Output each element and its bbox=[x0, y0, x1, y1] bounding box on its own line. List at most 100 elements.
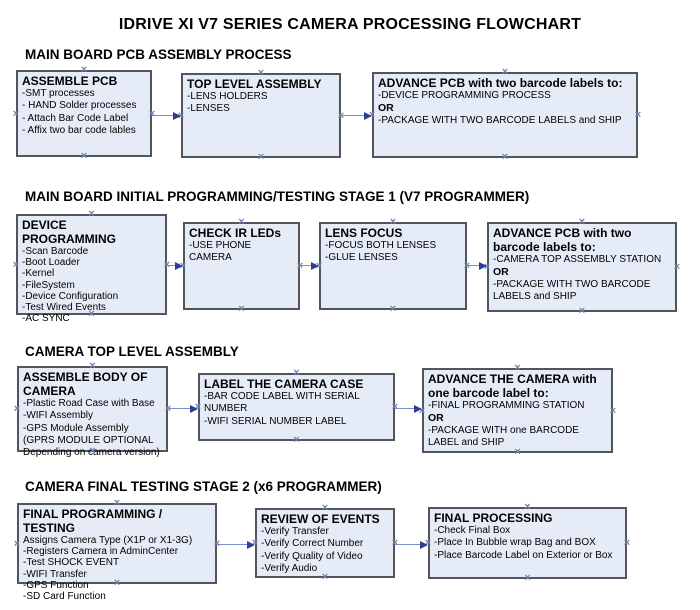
arrowhead-icon bbox=[420, 541, 428, 549]
box-line: -FileSystem bbox=[22, 279, 75, 291]
flow-arrow bbox=[300, 261, 319, 271]
box-title: ADVANCE THE CAMERA with one barcode labe… bbox=[428, 372, 597, 400]
box-line: -LENS HOLDERS bbox=[187, 91, 268, 102]
box-line: -PACKAGE WITH one BARCODE LABEL and SHIP bbox=[428, 424, 579, 448]
flow-arrow bbox=[167, 261, 183, 271]
box-lines: -Plastic Road Case with Base-WIFI Assemb… bbox=[23, 398, 162, 459]
arrowhead-icon bbox=[247, 541, 255, 549]
arrow-shaft bbox=[341, 115, 367, 116]
connection-handle-icon: × bbox=[673, 261, 681, 273]
flow-box-check-ir-leds: CHECK IR LEDs -USE PHONE CAMERA ×××× bbox=[180, 217, 303, 315]
box-line: -AC SYNC bbox=[22, 313, 70, 325]
box-line: (GPRS MODULE OPTIONAL bbox=[23, 434, 154, 446]
box-line: -FOCUS BOTH LENSES bbox=[325, 240, 437, 251]
connection-handle-icon: × bbox=[89, 360, 96, 372]
box-line: -LENSES bbox=[187, 103, 230, 115]
box-line: -WIFI Transfer bbox=[23, 568, 87, 580]
flow-box-review-of-events: REVIEW OF EVENTS -Verify Transfer-Verify… bbox=[252, 503, 398, 583]
connection-handle-icon: × bbox=[524, 572, 531, 584]
flow-box-device-programming: DEVICE PROGRAMMING -Scan Barcode-Boot Lo… bbox=[13, 209, 170, 325]
box-line: Assigns Camera Type (X1P or X1-3G) bbox=[23, 535, 193, 546]
box-line: OR bbox=[378, 102, 394, 115]
box-line: -Place In Bubble wrap Bag and BOX bbox=[434, 537, 596, 549]
flow-box-final-processing: FINAL PROCESSING -Check Final Box-Place … bbox=[425, 502, 630, 584]
connection-handle-icon: × bbox=[293, 434, 300, 446]
box-title: REVIEW OF EVENTS bbox=[261, 512, 380, 526]
box-line: -SMT processes bbox=[22, 88, 95, 99]
box-line: -GPS Function bbox=[23, 579, 89, 591]
arrow-shaft bbox=[300, 265, 314, 266]
arrowhead-icon bbox=[175, 262, 183, 270]
box-title: ASSEMBLE PCB bbox=[22, 74, 118, 88]
connection-handle-icon: × bbox=[501, 66, 509, 78]
box-line: -Verify Correct Number bbox=[261, 538, 364, 550]
flow-box-advance-pcb-2: ADVANCE PCB with two barcode labels to: … bbox=[484, 217, 680, 317]
box-line: -GLUE LENSES bbox=[325, 252, 398, 264]
box-line: -WIFI SERIAL NUMBER LABEL bbox=[204, 415, 347, 427]
connection-handle-icon: × bbox=[293, 367, 300, 379]
box-lines: -Verify Transfer-Verify Correct Number-V… bbox=[261, 526, 389, 575]
box-line: -Test Wired Events bbox=[22, 302, 106, 314]
box-line: -Verify Quality of Video bbox=[261, 550, 363, 562]
arrowhead-icon bbox=[479, 262, 487, 270]
page-title: IDRIVE XI V7 SERIES CAMERA PROCESSING FL… bbox=[118, 16, 582, 33]
connection-handle-icon: × bbox=[634, 109, 642, 121]
box-line: -Check Final Box bbox=[434, 525, 511, 536]
flow-arrow bbox=[152, 111, 181, 121]
box-line: - Attach Bar Code Label bbox=[22, 112, 129, 124]
box-line: -Verify Transfer bbox=[261, 526, 329, 537]
connection-handle-icon: × bbox=[80, 64, 88, 76]
flow-box-final-programming-testing: FINAL PROGRAMMING / TESTING Assigns Came… bbox=[14, 498, 220, 603]
arrow-shaft bbox=[217, 544, 250, 545]
flow-box-advance-camera: ADVANCE THE CAMERA with one barcode labe… bbox=[419, 363, 616, 458]
connection-handle-icon: × bbox=[12, 107, 20, 120]
section-header-final-testing: CAMERA FINAL TESTING STAGE 2 (x6 PROGRAM… bbox=[25, 479, 382, 494]
connection-handle-icon: × bbox=[321, 502, 329, 514]
box-title: LABEL THE CAMERA CASE bbox=[204, 377, 364, 391]
section-header-initial-programming: MAIN BOARD INITIAL PROGRAMMING/TESTING S… bbox=[25, 189, 530, 204]
box-line: -Kernel bbox=[22, 268, 55, 280]
arrowhead-icon bbox=[364, 112, 372, 120]
box-lines: Assigns Camera Type (X1P or X1-3G)-Regis… bbox=[23, 535, 211, 602]
box-title: ADVANCE PCB with two barcode labels to: bbox=[378, 76, 623, 90]
box-title: FINAL PROGRAMMING / TESTING bbox=[23, 507, 163, 535]
connection-handle-icon: × bbox=[113, 497, 121, 509]
connection-handle-icon: × bbox=[578, 216, 586, 228]
box-line: -SD Card Function bbox=[23, 591, 106, 603]
box-line: -Device Configuration bbox=[22, 290, 119, 302]
box-line: -FINAL PROGRAMMING STATION bbox=[428, 400, 585, 411]
connection-handle-icon: × bbox=[12, 258, 20, 271]
flow-arrow bbox=[467, 261, 487, 271]
box-title: TOP LEVEL ASSEMBLY bbox=[187, 77, 322, 91]
box-line: -GPS Module Assembly bbox=[23, 422, 129, 434]
box-line: -Verify Audio bbox=[261, 562, 318, 574]
flow-box-advance-pcb-1: ADVANCE PCB with two barcode labels to: … bbox=[369, 67, 641, 163]
flow-arrow bbox=[168, 404, 198, 414]
box-title: ADVANCE PCB with two barcode labels to: bbox=[493, 226, 632, 254]
connection-handle-icon: × bbox=[578, 305, 586, 317]
arrowhead-icon bbox=[190, 405, 198, 413]
box-line: -Place Barcode Label on Exterior or Box bbox=[434, 549, 613, 561]
box-line: -WIFI Assembly bbox=[23, 410, 94, 422]
flow-arrow bbox=[395, 404, 422, 414]
box-line: -USE PHONE CAMERA bbox=[189, 240, 252, 264]
section-header-pcb-assembly: MAIN BOARD PCB ASSEMBLY PROCESS bbox=[25, 47, 292, 62]
connection-handle-icon: × bbox=[389, 303, 397, 315]
connection-handle-icon: × bbox=[514, 362, 521, 374]
connection-handle-icon: × bbox=[609, 404, 617, 417]
box-title: DEVICE PROGRAMMING bbox=[22, 218, 116, 246]
connection-handle-icon: × bbox=[501, 151, 509, 163]
flow-arrow bbox=[341, 111, 372, 121]
connection-handle-icon: × bbox=[623, 537, 631, 549]
connection-handle-icon: × bbox=[524, 501, 531, 513]
connection-handle-icon: × bbox=[514, 446, 521, 458]
box-lines: -USE PHONE CAMERA bbox=[189, 240, 294, 265]
box-lines: -Scan Barcode-Boot Loader-Kernel-FileSys… bbox=[22, 246, 161, 324]
arrow-shaft bbox=[467, 265, 482, 266]
connection-handle-icon: × bbox=[257, 67, 265, 79]
box-line: -Boot Loader bbox=[22, 257, 80, 269]
box-line: -Test SHOCK EVENT bbox=[23, 557, 120, 569]
